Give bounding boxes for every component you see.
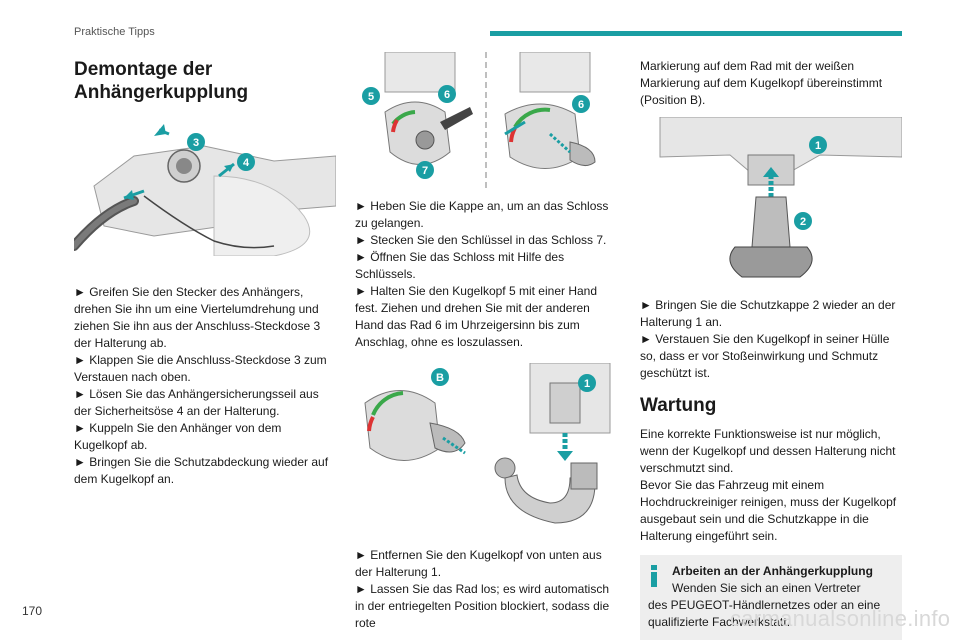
info-icon (651, 565, 657, 587)
section-title-dismantle: Demontage der Anhängerkupplung (74, 59, 249, 103)
step-uncouple-trailer: ► Kuppeln Sie den Anhänger von dem Kugel… (74, 421, 282, 452)
step-lift-cap: ► Heben Sie die Kappe an, um an das Schl… (355, 199, 609, 230)
maintenance-para-2: Bevor Sie das Fahrzeug mit einem Hochdru… (640, 478, 897, 543)
step-refit-cap: ► Bringen Sie die Schutzkappe 2 wieder a… (640, 298, 896, 329)
step-remove-ball: ► Entfernen Sie den Kugelkopf von unten … (355, 548, 602, 579)
fig-callout-4: 4 (243, 157, 250, 169)
step-release-wheel: ► Lassen Sie das Rad los; es wird automa… (355, 582, 610, 630)
fig-callout-B: B (436, 372, 444, 384)
step-refit-cover: ► Bringen Sie die Schutzabdeckung wieder… (74, 455, 329, 486)
figure-socket-unplug: 3 4 (74, 116, 336, 256)
fig-callout-1b: 1 (815, 140, 821, 152)
fig-callout-6a: 6 (444, 89, 450, 101)
fig-callout-5: 5 (368, 91, 374, 103)
continued-text: Markierung auf dem Rad mit der weißen Ma… (640, 59, 883, 107)
running-header: Praktische Tipps (74, 26, 155, 38)
column-right: Markierung auf dem Rad mit der weißen Ma… (640, 58, 902, 640)
step-unplug-socket: ► Greifen Sie den Stecker des Anhängers,… (74, 285, 321, 350)
watermark: carmanualsonline.info (730, 606, 951, 631)
lock-illustration: 5 6 7 6 (355, 52, 617, 188)
step-hold-ball-turn-wheel: ► Halten Sie den Kugelkopf 5 mit einer H… (355, 284, 598, 349)
figure-remove-ball: B 1 (355, 363, 617, 533)
socket-illustration: 3 4 (74, 116, 336, 256)
step-release-cable: ► Lösen Sie das Anhängersicherungsseil a… (74, 387, 319, 418)
fig-callout-7: 7 (422, 165, 428, 177)
cap-illustration: 1 2 (640, 117, 902, 287)
fig-callout-2: 2 (800, 216, 806, 228)
info-text-line2: des PEUGEOT-Händlernetzes oder an eine q… (648, 598, 881, 629)
fig-callout-3: 3 (193, 137, 199, 149)
header-accent-rule (490, 31, 902, 36)
step-open-lock: ► Öffnen Sie das Schloss mit Hilfe des S… (355, 250, 565, 281)
info-text-line1: Wenden Sie sich an einen Vertreter (672, 581, 861, 595)
step-fold-socket: ► Klappen Sie die Anschluss-Steckdose 3 … (74, 353, 327, 384)
section-title-maintenance: Wartung (640, 395, 717, 416)
page-number: 170 (22, 604, 43, 618)
figure-lock-and-wheel: 5 6 7 6 (355, 52, 617, 188)
fig-callout-6b: 6 (578, 99, 584, 111)
step-store-ball: ► Verstauen Sie den Kugelkopf in seiner … (640, 332, 890, 380)
fig-callout-1: 1 (584, 378, 590, 390)
column-left: Demontage der Anhängerkupplung 3 4 ► Gre… (74, 58, 336, 488)
step-insert-key: ► Stecken Sie den Schlüssel in das Schlo… (355, 233, 607, 247)
maintenance-para-1: Eine korrekte Funktionsweise ist nur mög… (640, 427, 896, 475)
info-title: Arbeiten an der Anhängerkupplung (672, 564, 873, 578)
column-middle: 5 6 7 6 ► Heben Sie die Kappe an, um an … (355, 52, 617, 632)
figure-protective-cap: 1 2 (640, 117, 902, 287)
info-box: Arbeiten an der Anhängerkupplung Wenden … (640, 555, 902, 640)
ball-removal-illustration: B 1 (355, 363, 617, 533)
